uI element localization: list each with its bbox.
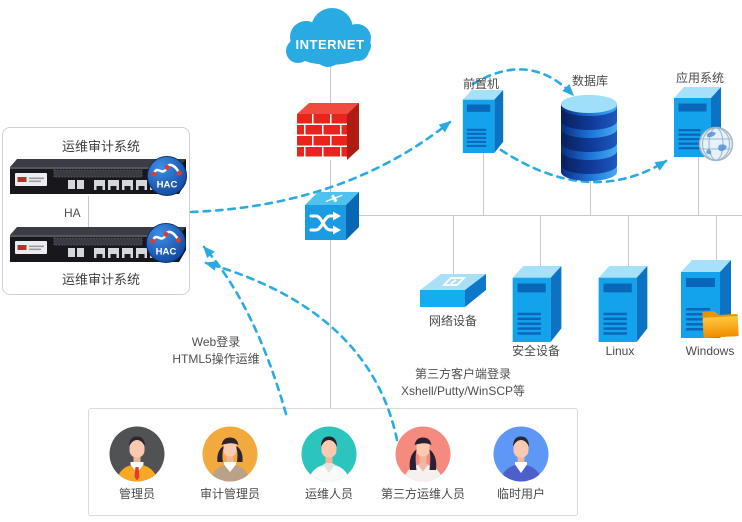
- audit-admin-avatar: [202, 426, 258, 482]
- hac-badge-label: HAC: [157, 179, 178, 190]
- audit-appliance-icon-2: [10, 227, 186, 262]
- admin-avatar: [109, 426, 165, 482]
- thirdparty-user-avatar: [395, 426, 451, 482]
- temp-user-label: 临时用户: [496, 487, 545, 501]
- flow-audit-to-frontmachine: [189, 120, 452, 214]
- audit-admin-label: 审计管理员: [199, 487, 260, 501]
- database-icon: [561, 95, 617, 181]
- windows-label: Windows: [685, 344, 735, 358]
- security-device-label: 安全设备: [511, 344, 560, 358]
- front-machine-icon: [462, 90, 504, 153]
- bus-lines: [88, 58, 742, 408]
- flow-arrows: [189, 68, 668, 442]
- linux-server-icon: [598, 266, 648, 342]
- temp-user-avatar: [493, 426, 549, 482]
- ops-user-label: 运维人员: [304, 487, 353, 501]
- network-device-icon: [420, 274, 486, 307]
- thirdparty-user-label: 第三方运维人员: [380, 487, 465, 501]
- app-system-icon: [674, 87, 734, 162]
- globe-icon: [698, 126, 734, 162]
- ha-label: HA: [64, 206, 81, 220]
- switch-icon: [305, 192, 359, 240]
- internet-cloud-icon: INTERNET: [286, 8, 371, 67]
- hac-badge-icon: HAC: [146, 155, 188, 197]
- linux-label: Linux: [605, 344, 635, 358]
- svg-text:HAC: HAC: [156, 246, 177, 257]
- app-system-label: 应用系统: [675, 71, 724, 85]
- firewall-icon: [297, 103, 359, 160]
- database-label: 数据库: [571, 74, 608, 88]
- flow-to-appsystem: [499, 148, 668, 184]
- flow-frontmachine-to-database: [471, 68, 575, 97]
- hac-badge-icon-2: HAC: [145, 222, 187, 264]
- windows-server-icon: [681, 260, 739, 338]
- client-login-line1: 第三方客户端登录: [414, 367, 511, 381]
- network-device-label: 网络设备: [428, 314, 477, 328]
- admin-label: 管理员: [118, 487, 155, 501]
- flow-client-login: [204, 261, 399, 442]
- web-login-line1: Web登录: [191, 335, 241, 349]
- ops-user-avatar: [301, 426, 357, 482]
- folder-icon: [702, 311, 739, 338]
- flow-web-login: [202, 245, 288, 416]
- audit-system-panel: [2, 127, 190, 295]
- client-login-line2: Xshell/Putty/WinSCP等: [400, 384, 526, 398]
- client-login-annotation: 第三方客户端登录 Xshell/Putty/WinSCP等: [390, 366, 536, 400]
- web-login-annotation: Web登录 HTML5操作运维: [151, 334, 281, 368]
- audit-panel-title-top: 运维审计系统: [61, 139, 140, 154]
- web-login-line2: HTML5操作运维: [172, 352, 260, 366]
- security-device-icon: [512, 266, 562, 342]
- audit-panel-title-bottom: 运维审计系统: [61, 272, 140, 287]
- front-machine-label: 前置机: [462, 77, 499, 91]
- internet-label: INTERNET: [296, 37, 365, 52]
